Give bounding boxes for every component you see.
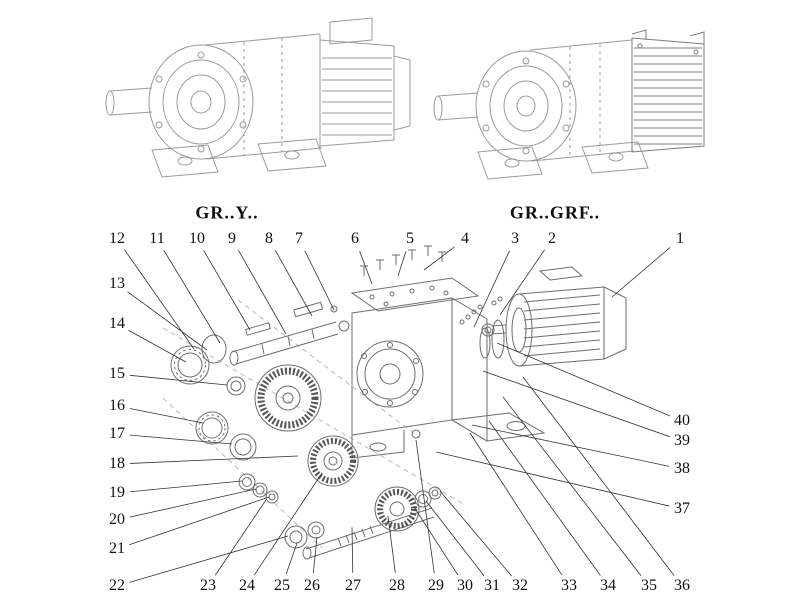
leader-line-21	[129, 496, 270, 546]
callout-24: 24	[239, 577, 255, 594]
leader-line-13	[127, 291, 208, 351]
callout-8: 8	[265, 230, 273, 247]
callout-19: 19	[109, 484, 125, 501]
callout-29: 29	[428, 577, 444, 594]
callout-15: 15	[109, 365, 125, 382]
leader-line-30	[413, 506, 459, 576]
callout-40: 40	[674, 412, 690, 429]
leader-line-7	[304, 250, 335, 311]
housing-cover-plate	[350, 277, 480, 312]
leader-line-23	[214, 499, 267, 576]
leader-line-34	[488, 420, 601, 576]
leader-line-14	[128, 329, 187, 363]
callout-32: 32	[512, 577, 528, 594]
washers	[238, 473, 279, 504]
variant-label-gr-y: GR..Y..	[195, 202, 259, 223]
callout-5: 5	[406, 230, 414, 247]
callout-6: 6	[351, 230, 359, 247]
callout-9: 9	[228, 230, 236, 247]
leader-line-36	[522, 376, 675, 576]
leader-line-39	[482, 370, 670, 438]
variant-label-gr-grf: GR..GRF..	[509, 202, 601, 223]
callout-21: 21	[109, 540, 125, 557]
callout-35: 35	[641, 577, 657, 594]
callout-28: 28	[389, 577, 405, 594]
big-gear	[254, 364, 322, 432]
seal-and-bearings-left	[170, 334, 257, 461]
leader-line-38	[471, 424, 670, 467]
leader-line-20	[129, 488, 257, 518]
callout-25: 25	[274, 577, 290, 594]
callout-3: 3	[511, 230, 519, 247]
leader-line-28	[387, 515, 396, 574]
motor-bolts	[459, 296, 503, 325]
callout-4: 4	[461, 230, 469, 247]
callout-33: 33	[561, 577, 577, 594]
callout-1: 1	[676, 230, 684, 247]
callout-37: 37	[674, 500, 690, 517]
callout-36: 36	[674, 577, 690, 594]
gearmotor-gr-y-drawing	[105, 17, 411, 178]
output-shaft-assembly	[302, 486, 442, 560]
leader-line-15	[129, 374, 228, 386]
callout-16: 16	[109, 397, 125, 414]
callout-14: 14	[109, 315, 125, 332]
callout-23: 23	[200, 577, 216, 594]
callout-2: 2	[548, 230, 556, 247]
gearmotor-gr-grf-drawing	[433, 29, 705, 180]
gear-housing	[330, 297, 546, 459]
leader-line-1	[611, 247, 671, 298]
callout-17: 17	[109, 425, 125, 442]
leader-line-33	[469, 432, 563, 576]
end-caps	[284, 521, 325, 549]
leader-line-32	[439, 490, 512, 577]
leader-line-3	[473, 250, 510, 328]
leader-line-8	[274, 250, 313, 317]
leader-line-2	[499, 249, 545, 316]
leader-line-25	[285, 542, 298, 574]
callout-39: 39	[674, 432, 690, 449]
callout-30: 30	[457, 577, 473, 594]
leader-line-18	[129, 455, 299, 464]
leader-lines	[124, 246, 675, 583]
cover-bolts	[360, 245, 446, 276]
callout-10: 10	[189, 230, 205, 247]
leader-line-16	[129, 408, 204, 424]
leader-line-6	[359, 251, 373, 285]
callout-12: 12	[109, 230, 125, 247]
leader-line-22	[129, 535, 289, 583]
callout-34: 34	[600, 577, 616, 594]
callout-27: 27	[345, 577, 361, 594]
leader-line-29	[415, 439, 435, 574]
leader-line-19	[129, 480, 243, 493]
leader-line-17	[129, 434, 233, 445]
leader-line-40	[496, 342, 671, 417]
leader-line-31	[425, 500, 485, 576]
leader-line-11	[163, 249, 221, 344]
leader-line-10	[203, 250, 251, 331]
leader-line-9	[238, 250, 287, 335]
leader-line-4	[423, 246, 455, 271]
callout-20: 20	[109, 511, 125, 528]
leader-line-27	[351, 526, 354, 574]
callout-7: 7	[295, 230, 303, 247]
leader-line-35	[502, 396, 642, 576]
callout-13: 13	[109, 275, 125, 292]
callout-22: 22	[109, 577, 125, 594]
adapter-flange-rings	[479, 319, 505, 359]
callout-26: 26	[304, 577, 320, 594]
leader-line-24	[253, 472, 323, 576]
input-shaft	[229, 301, 350, 366]
callout-31: 31	[484, 577, 500, 594]
exploded-view-drawing	[162, 245, 627, 560]
intermediate-gear	[307, 435, 359, 487]
leader-line-5	[397, 251, 407, 277]
callout-11: 11	[149, 230, 165, 247]
leader-line-37	[435, 451, 670, 507]
leader-line-26	[312, 536, 318, 574]
motor-assembly	[481, 266, 627, 367]
callout-38: 38	[674, 460, 690, 477]
callout-18: 18	[109, 455, 125, 472]
